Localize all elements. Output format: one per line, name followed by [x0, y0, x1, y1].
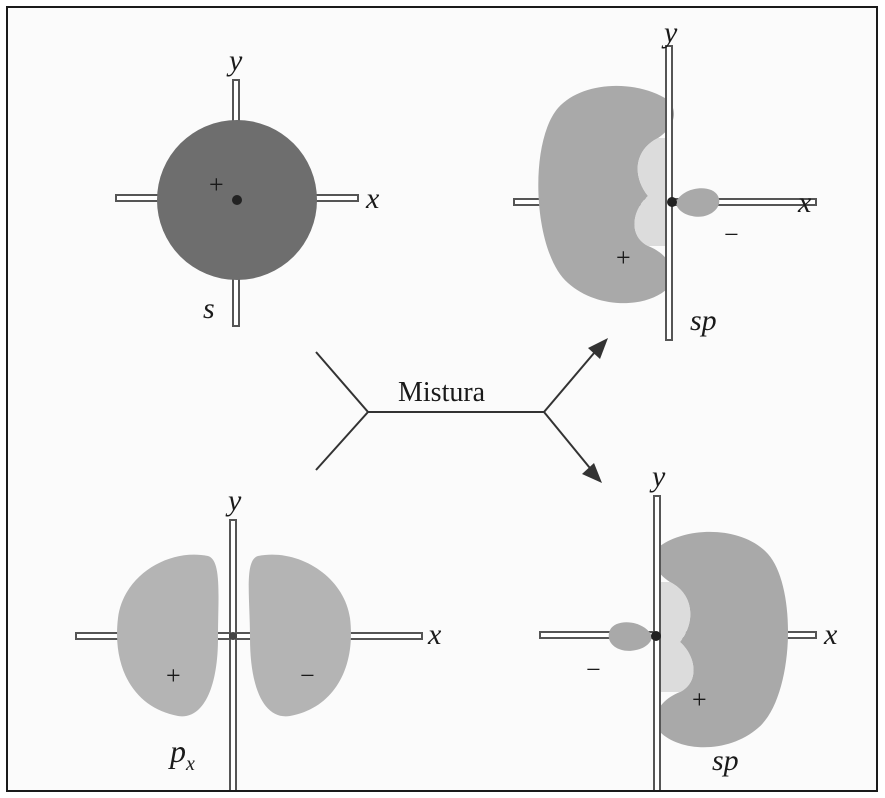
px-left-lobe	[117, 555, 219, 717]
sp-upper-nucleus	[667, 197, 677, 207]
sp-upper-small-lobe	[676, 188, 719, 216]
mix-arrow-up-line	[544, 346, 600, 412]
px-y-label: y	[225, 484, 242, 517]
sp-lower-y-label: y	[649, 460, 666, 493]
px-x-label: x	[427, 618, 442, 651]
mix-left-branch	[316, 352, 368, 470]
sp-upper-sign-plus: +	[616, 243, 631, 272]
sp-upper-group: + − x y sp	[514, 16, 816, 340]
sp-lower-x-label: x	[823, 618, 838, 651]
sp-upper-label: sp	[690, 304, 717, 337]
hybridization-diagram: + x y s + − x y px Mistura	[8, 8, 878, 792]
px-orbital-group: + − x y px	[76, 484, 442, 792]
sp-upper-x-label: x	[797, 186, 812, 219]
sp-lower-sign-plus: +	[692, 685, 707, 714]
px-sign-plus: +	[166, 661, 181, 690]
sp-lower-y-axis	[654, 496, 660, 792]
mixing-connector	[316, 346, 600, 473]
mix-label: Mistura	[398, 377, 486, 408]
px-nucleus	[229, 632, 237, 640]
px-y-axis	[230, 520, 236, 792]
arrow-down-head	[582, 463, 602, 483]
px-right-lobe	[249, 555, 351, 717]
sp-lower-group: + − x y sp	[540, 460, 838, 792]
sp-upper-sign-minus: −	[724, 220, 739, 249]
s-orbital-label: s	[203, 292, 215, 325]
px-subscript: x	[185, 753, 195, 775]
s-sign-plus: +	[209, 170, 224, 199]
mix-arrow-down-line	[544, 412, 594, 473]
sp-upper-y-label: y	[661, 16, 678, 49]
figure-frame: + x y s + − x y px Mistura	[6, 6, 878, 792]
s-nucleus	[232, 195, 242, 205]
s-orbital-group: + x y s	[116, 44, 380, 326]
sp-lower-sign-minus: −	[586, 655, 601, 684]
sp-upper-y-axis	[666, 46, 672, 340]
s-x-label: x	[365, 182, 380, 215]
s-y-label: y	[226, 44, 243, 77]
px-sign-minus: −	[300, 661, 315, 690]
sp-lower-label: sp	[712, 744, 739, 777]
sp-lower-small-lobe	[609, 622, 652, 651]
px-name: p	[168, 733, 186, 769]
sp-lower-nucleus	[651, 631, 661, 641]
px-orbital-label: px	[168, 733, 195, 775]
